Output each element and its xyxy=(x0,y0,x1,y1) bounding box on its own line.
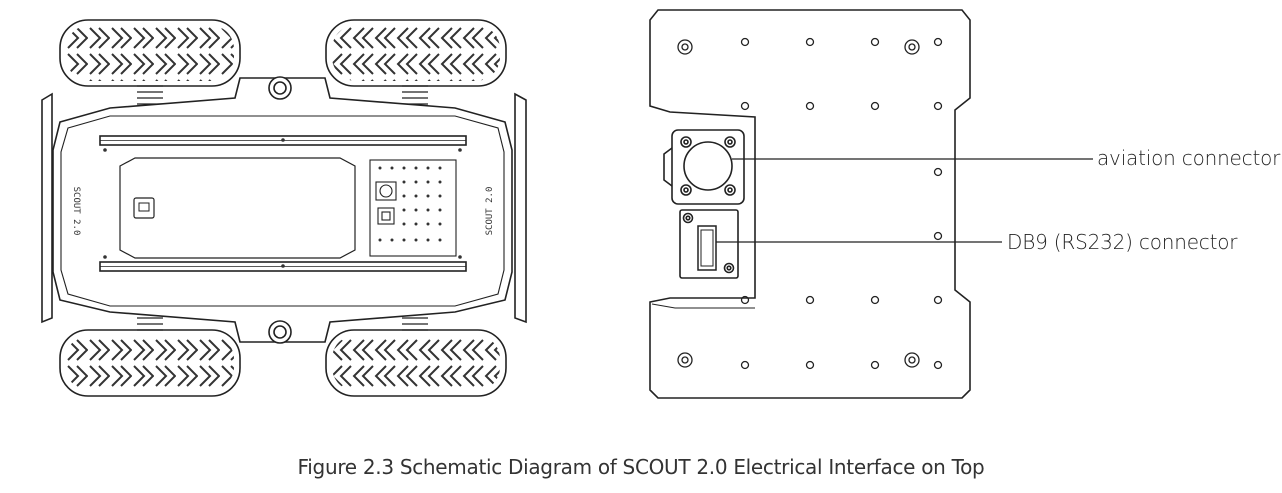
wheel-rear-right xyxy=(325,329,507,397)
aviation-connector xyxy=(663,129,745,205)
wheel-rear-left xyxy=(59,329,241,397)
top-cover xyxy=(119,157,356,259)
front-left-bumper xyxy=(41,92,53,324)
side-logo-left: SCOUT 2.0 xyxy=(71,187,81,236)
wheel-front-right xyxy=(325,19,507,87)
db9-connector xyxy=(679,209,739,279)
figure-caption: Figure 2.3 Schematic Diagram of SCOUT 2.… xyxy=(297,455,985,479)
wheel-front-left xyxy=(59,19,241,87)
front-sensor xyxy=(268,76,292,100)
plate-outline xyxy=(649,9,971,399)
robot-top-view xyxy=(41,19,527,397)
front-right-bumper xyxy=(514,92,527,324)
interface-panel xyxy=(369,159,457,257)
db9-connector-label: DB9 (RS232) connector xyxy=(1007,230,1238,254)
mounting-holes xyxy=(677,37,943,370)
cover-latch xyxy=(133,197,155,219)
rear-sensor xyxy=(268,320,292,344)
side-logo-right: SCOUT 2.0 xyxy=(485,187,495,236)
aviation-connector-label: aviation connector xyxy=(1097,146,1281,170)
interface-plate xyxy=(649,9,1093,399)
